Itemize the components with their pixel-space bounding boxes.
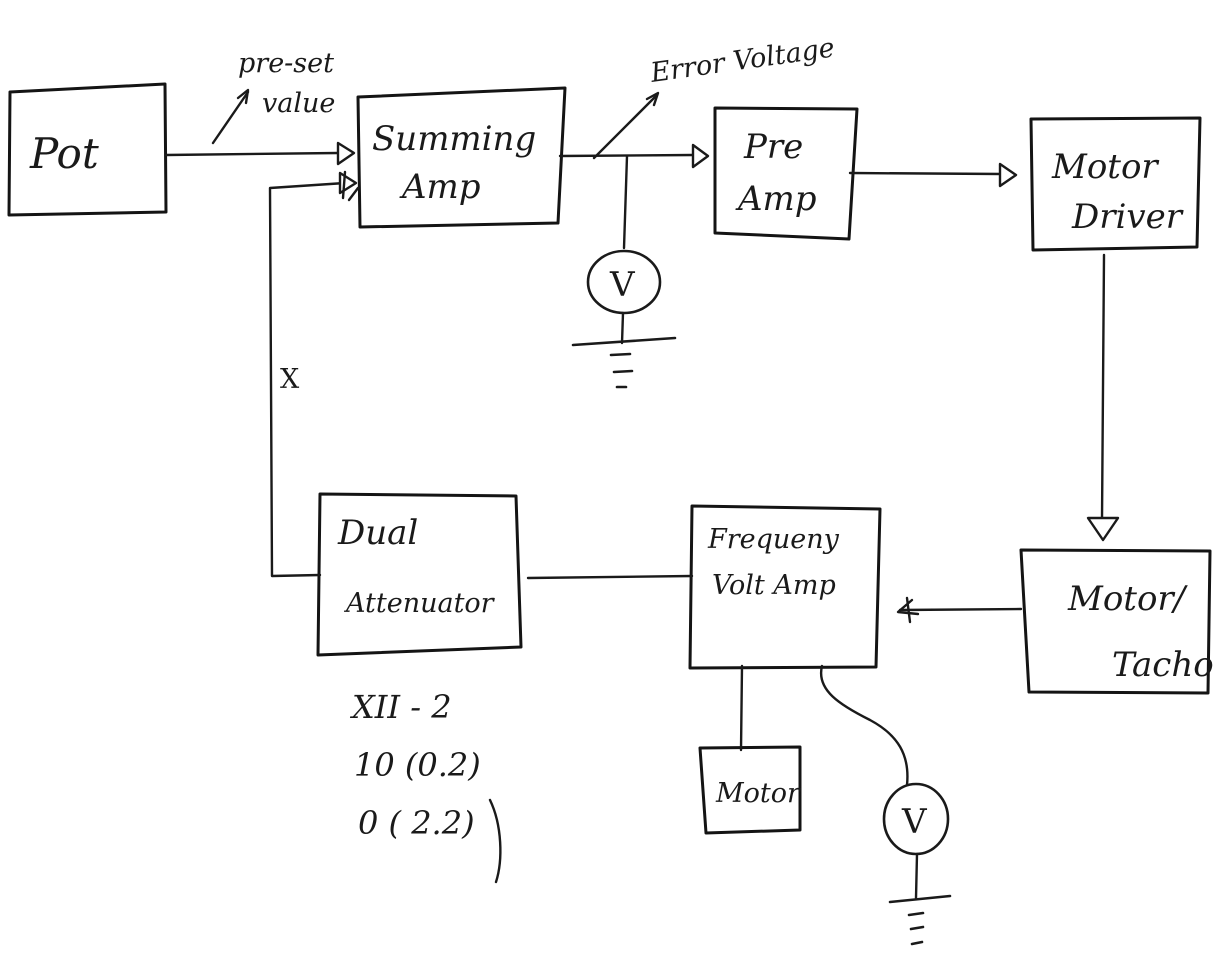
attenuator-note-line2: 10 (0.2) bbox=[354, 746, 481, 784]
block-pre-amp: Pre Amp bbox=[713, 106, 859, 241]
frequency-volt-amp-box bbox=[688, 504, 882, 670]
feedback-x-label: X bbox=[280, 364, 300, 395]
attenuator-note-line3: 0 ( 2.2) bbox=[358, 804, 475, 842]
block-pot: Pot bbox=[7, 82, 168, 217]
wire-freq-volt-amp-to-output-meter bbox=[819, 664, 909, 787]
wire-freq-volt-amp-to-dual-attenuator bbox=[526, 574, 694, 580]
error-voltage-pointer-line bbox=[592, 94, 658, 160]
arrowhead-summing-to-preamp bbox=[691, 143, 710, 169]
wire-to-error-meter bbox=[622, 154, 629, 250]
block-dual-attenuator: Dual Attenuator bbox=[316, 492, 523, 657]
error-voltage-label: Error Voltage bbox=[648, 32, 837, 89]
wire-pot-to-summing-amp bbox=[164, 151, 340, 157]
frequency-volt-amp-label-line2: Volt Amp bbox=[712, 570, 836, 601]
arrowhead-tacho-to-fva bbox=[896, 596, 920, 624]
motor-tacho-label-line2: Tacho bbox=[1112, 645, 1214, 685]
motor-tacho-label-line1: Motor/ bbox=[1067, 579, 1189, 619]
block-frequency-volt-amp: Frequeny Volt Amp bbox=[688, 504, 882, 670]
block-motor-driver: Motor Driver bbox=[1029, 116, 1202, 252]
pot-box bbox=[7, 82, 168, 217]
attenuator-note-line1: XII - 2 bbox=[349, 688, 452, 726]
error-voltmeter-symbol: V bbox=[609, 265, 636, 305]
summing-amp-label-line2: Amp bbox=[399, 167, 481, 207]
preset-value-label-line1: pre-set bbox=[238, 48, 334, 79]
pre-amp-box bbox=[713, 106, 859, 241]
output-voltmeter-symbol: V bbox=[901, 802, 928, 842]
output-voltmeter: V bbox=[882, 782, 950, 900]
wire-motor-driver-to-motor-tacho bbox=[1100, 253, 1106, 522]
attenuator-notes: XII - 2 10 (0.2) 0 ( 2.2) bbox=[349, 688, 502, 884]
dual-attenuator-box bbox=[316, 492, 523, 657]
pre-amp-label-line1: Pre bbox=[743, 127, 803, 167]
wire-freq-volt-amp-to-motor bbox=[739, 664, 744, 752]
feedback-minus-mark bbox=[341, 170, 360, 202]
frequency-volt-amp-label-line1: Frequeny bbox=[707, 524, 840, 555]
error-voltmeter: V bbox=[586, 249, 662, 345]
error-voltage-pointer-arrowhead bbox=[645, 91, 660, 107]
dual-attenuator-label-line2: Attenuator bbox=[343, 588, 496, 619]
pot-label: Pot bbox=[29, 129, 99, 178]
summing-amp-label-line1: Summing bbox=[372, 119, 536, 159]
output-meter-ground-lead bbox=[914, 852, 919, 900]
error-meter-ground-lead bbox=[620, 311, 625, 345]
preset-value-label-line2: value bbox=[262, 88, 335, 119]
motor-driver-box bbox=[1029, 116, 1202, 252]
motor-driver-label-line2: Driver bbox=[1071, 197, 1184, 237]
block-summing-amp: Summing Amp bbox=[356, 86, 567, 229]
output-meter-ground-icon bbox=[888, 894, 952, 946]
dual-attenuator-label-line1: Dual bbox=[337, 513, 418, 553]
preset-pointer-line bbox=[211, 90, 250, 145]
motor-label: Motor bbox=[715, 778, 802, 809]
arrowhead-pot-to-summing-amp bbox=[336, 141, 356, 166]
motor-tacho-box bbox=[1019, 548, 1212, 695]
error-meter-ground-icon bbox=[571, 336, 677, 389]
attenuator-note-bracket bbox=[488, 798, 502, 884]
wire-pre-amp-to-motor-driver bbox=[848, 171, 1004, 176]
motor-driver-label-line1: Motor bbox=[1051, 147, 1159, 187]
arrowhead-feedback bbox=[338, 171, 358, 195]
block-motor-tacho: Motor/ Tacho bbox=[1019, 548, 1214, 695]
motor-box bbox=[698, 745, 802, 835]
arrowhead-preamp-to-driver bbox=[998, 162, 1018, 188]
preset-pointer-arrowhead bbox=[236, 88, 250, 105]
summing-amp-box bbox=[356, 86, 567, 229]
arrowhead-driver-to-tacho bbox=[1086, 516, 1120, 542]
pre-amp-label-line2: Amp bbox=[735, 179, 817, 219]
block-motor: Motor bbox=[698, 745, 802, 835]
wire-feedback-to-summing-amp bbox=[268, 181, 347, 578]
wire-motor-tacho-to-freq-volt-amp bbox=[898, 607, 1023, 612]
